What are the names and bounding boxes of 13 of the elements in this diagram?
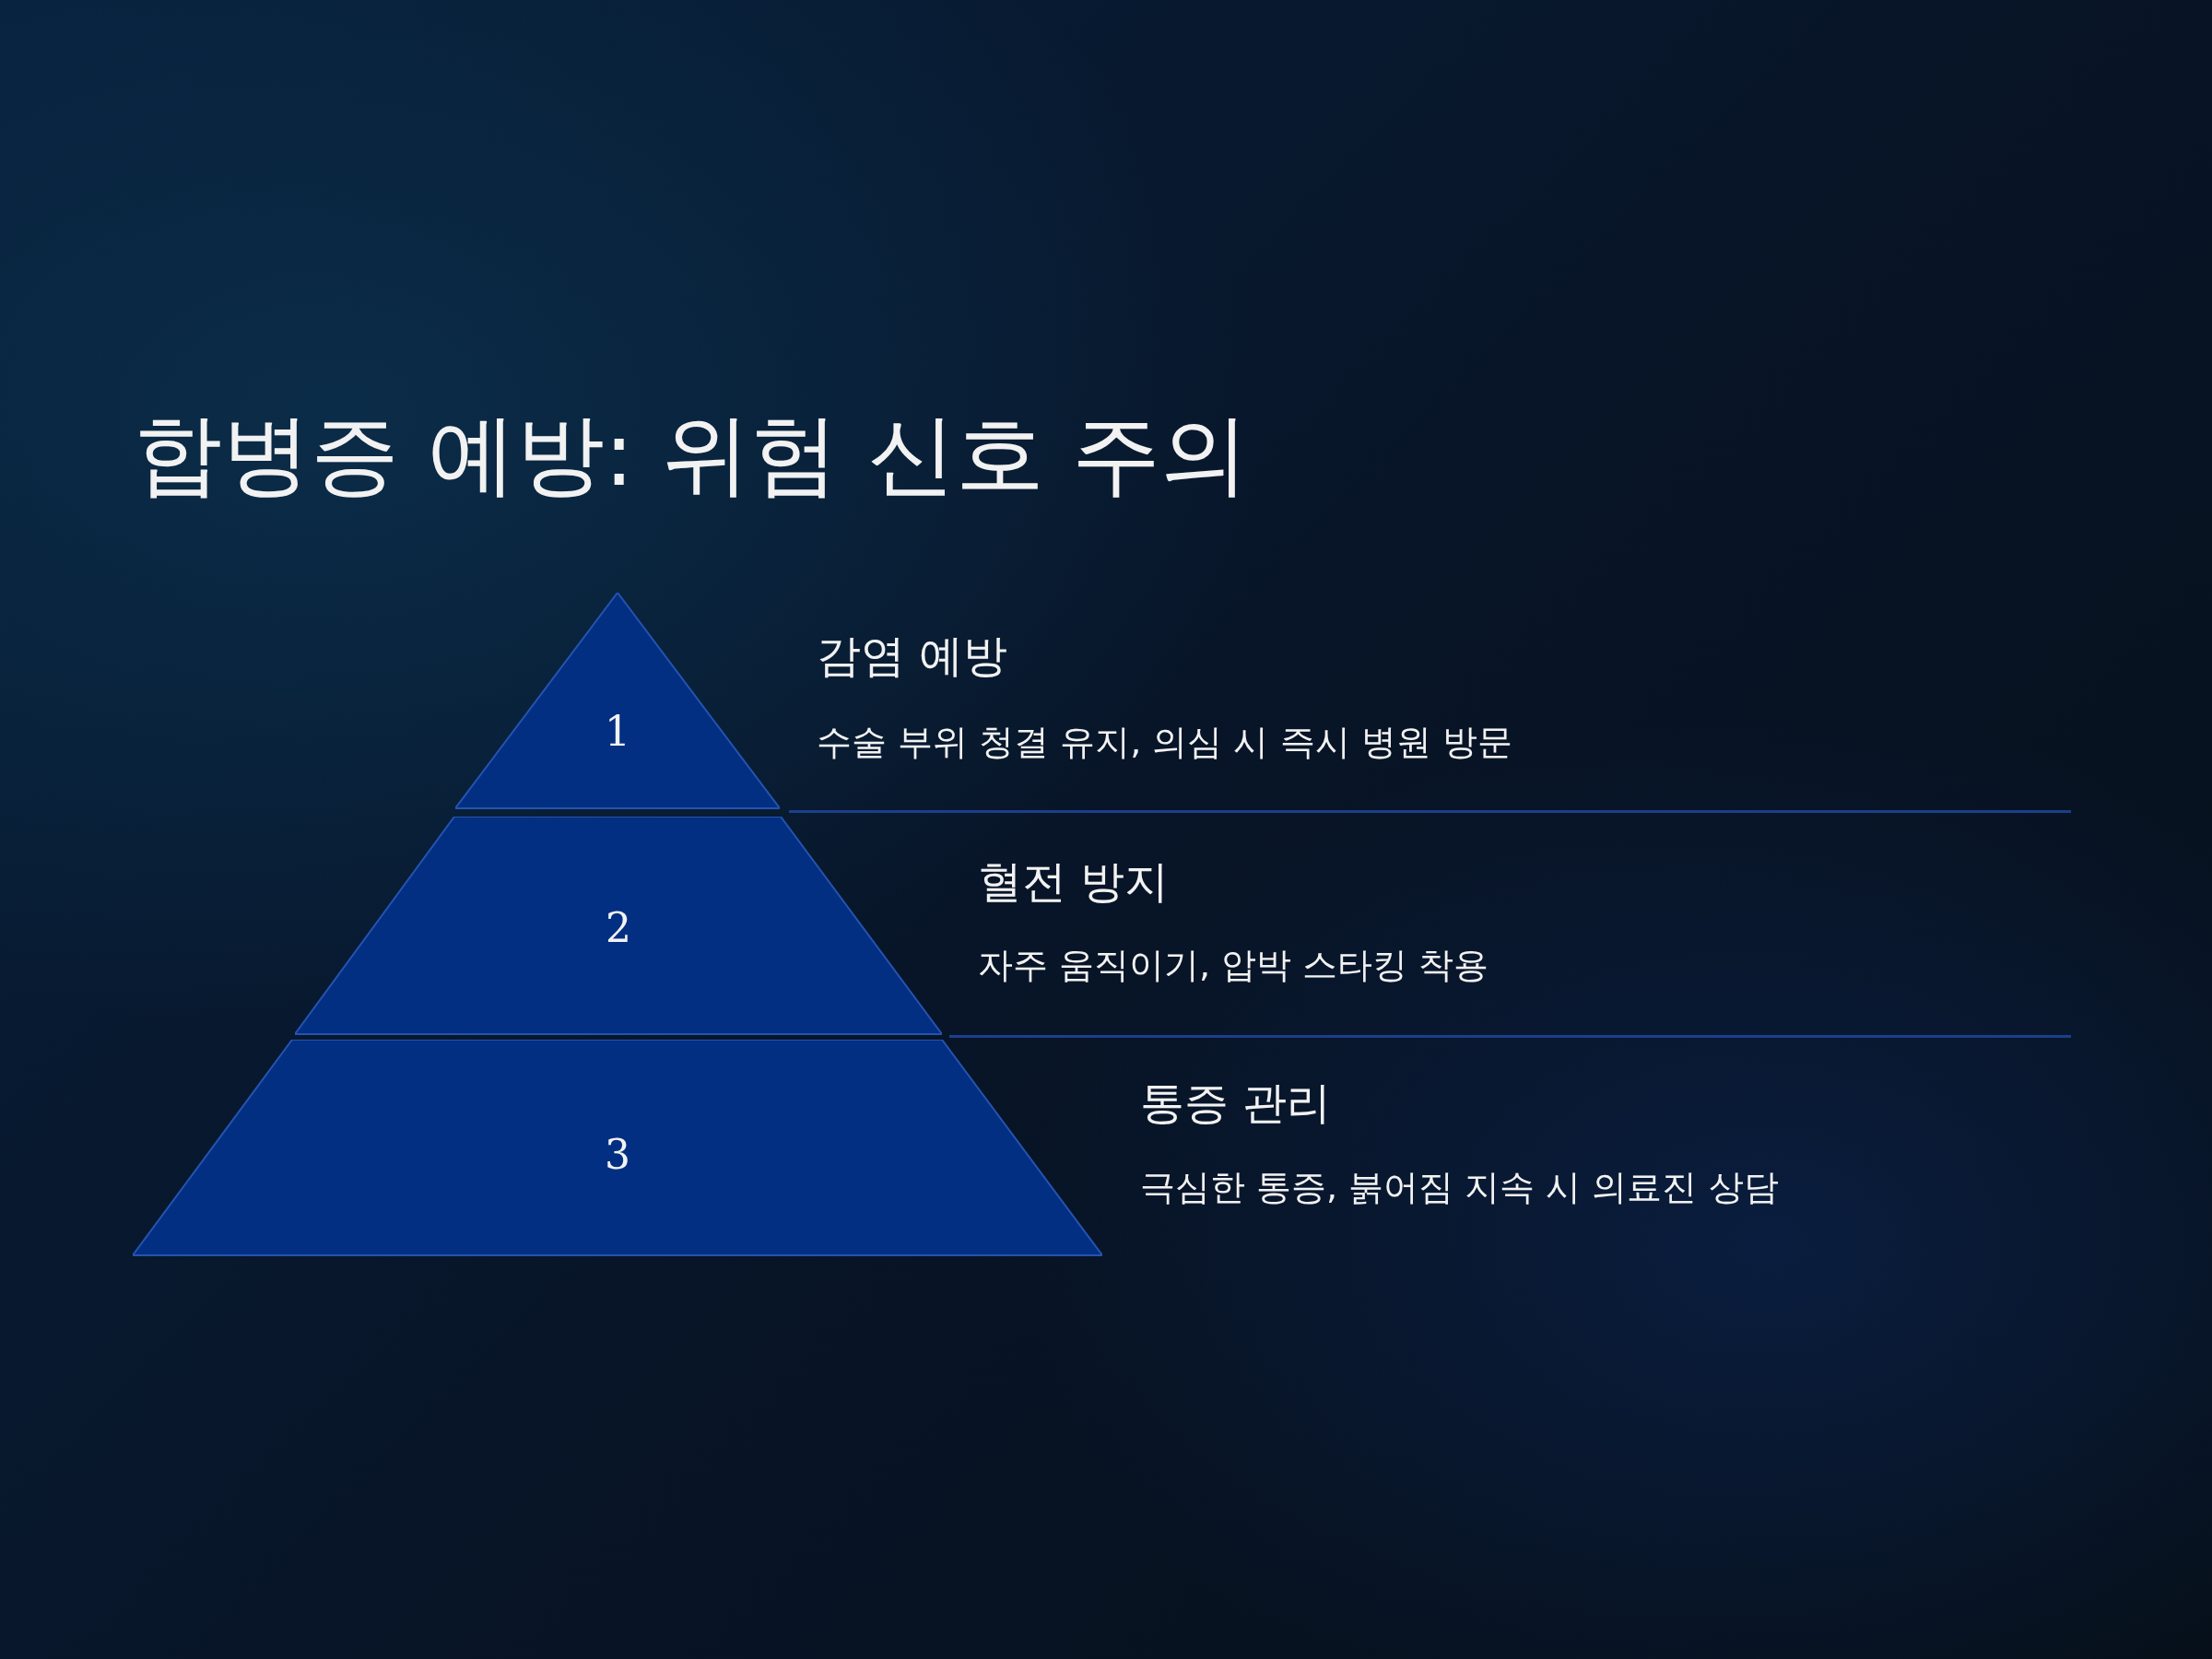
tier-description: 수술 부위 청결 유지, 의심 시 즉시 병원 방문	[817, 721, 1512, 764]
tier-description: 자주 움직이기, 압박 스타킹 착용	[978, 944, 1489, 987]
tier-number: 1	[605, 707, 630, 755]
slide-title: 합병증 예방: 위험 신호 주의	[134, 402, 1250, 508]
tier-heading: 통증 관리	[1140, 1076, 1332, 1130]
pyramid-tier	[133, 1040, 1102, 1257]
tier-description: 극심한 통증, 붉어짐 지속 시 의료진 상담	[1140, 1166, 1779, 1209]
tier-number: 2	[606, 903, 631, 951]
pyramid-tier	[295, 817, 942, 1036]
tier-heading: 혈전 방지	[978, 854, 1170, 909]
pyramid-tier	[455, 593, 780, 810]
tier-number: 3	[605, 1130, 630, 1178]
tier-heading: 감염 예방	[817, 629, 1008, 683]
